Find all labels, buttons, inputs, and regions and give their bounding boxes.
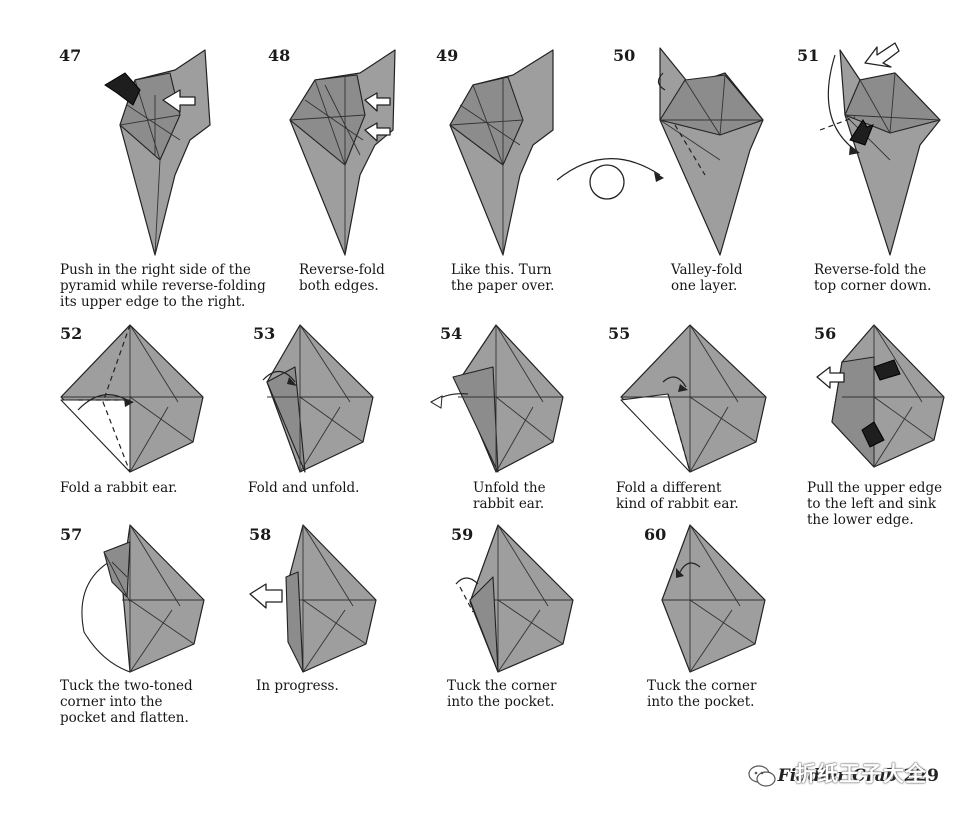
step-55-number: 55 xyxy=(608,324,631,343)
step-60-number: 60 xyxy=(644,525,667,544)
step-54-number: 54 xyxy=(440,324,463,343)
step-58-number: 58 xyxy=(249,525,272,544)
step-52-caption: Fold a rabbit ear. xyxy=(60,480,178,496)
step-56-diagram xyxy=(816,324,945,468)
step-51-diagram xyxy=(819,42,941,256)
step-49-diagram xyxy=(449,49,554,256)
step-59-diagram xyxy=(455,524,574,673)
step-58-caption: In progress. xyxy=(256,678,339,694)
step-52-diagram xyxy=(60,324,204,473)
step-53-number: 53 xyxy=(253,324,276,343)
step-57-diagram xyxy=(81,524,205,673)
step-50-diagram xyxy=(657,47,764,256)
step-58-diagram xyxy=(249,524,377,673)
step-56-number: 56 xyxy=(814,324,837,343)
page-number: 229 xyxy=(903,766,940,786)
step-51-number: 51 xyxy=(797,46,820,65)
step-50-number: 50 xyxy=(613,46,636,65)
step-57-number: 57 xyxy=(60,525,83,544)
step-54-diagram xyxy=(429,324,564,473)
step-48-number: 48 xyxy=(268,46,291,65)
step-53-caption: Fold and unfold. xyxy=(248,480,360,496)
turn-over-icon xyxy=(556,158,664,200)
step-55-diagram xyxy=(620,324,767,473)
step-47-number: 47 xyxy=(59,46,82,65)
step-60-diagram xyxy=(661,524,766,673)
step-53-diagram xyxy=(262,324,374,473)
book-section-title: Fiddler Crab xyxy=(777,766,898,786)
step-49-number: 49 xyxy=(436,46,459,65)
step-48-diagram xyxy=(289,49,396,256)
watermark: 折纸王子大全 xyxy=(795,762,927,786)
step-59-number: 59 xyxy=(451,525,474,544)
step-47-diagram xyxy=(104,49,211,256)
wechat-icon xyxy=(748,765,776,787)
step-52-number: 52 xyxy=(60,324,83,343)
